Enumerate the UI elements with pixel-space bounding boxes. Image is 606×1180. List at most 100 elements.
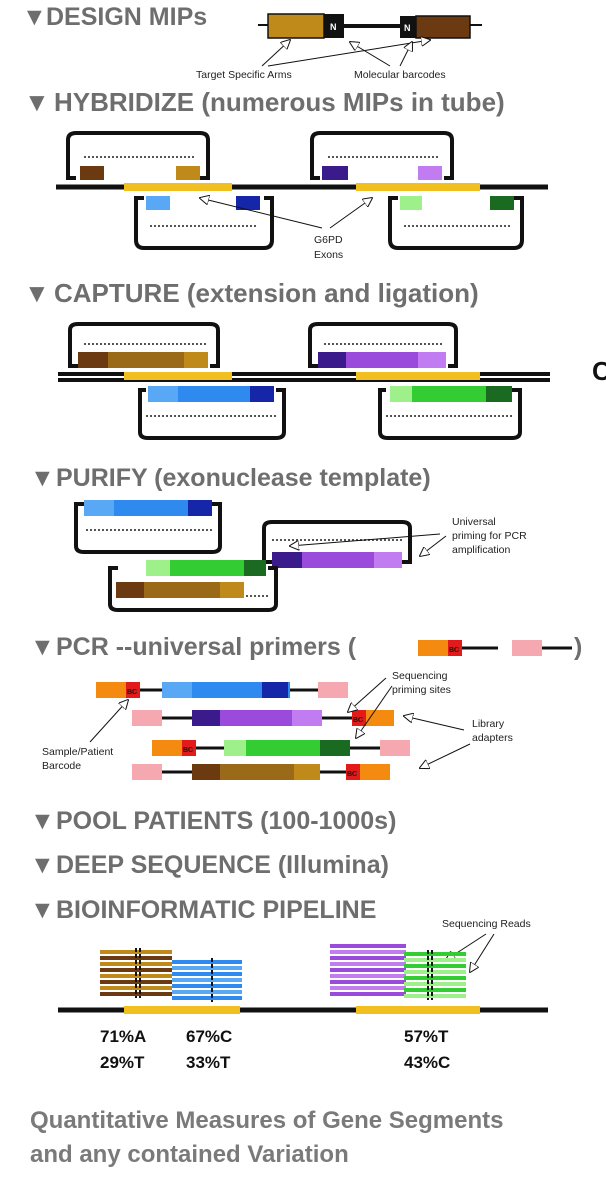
sequencing-read	[172, 990, 242, 994]
bc-label: BC	[353, 717, 363, 724]
sequencing-read	[172, 996, 242, 1000]
step-title-purify: PURIFY (exonuclease template)	[56, 464, 431, 492]
footer-line-2: and any contained Variation	[30, 1141, 349, 1168]
label-universal: Universal	[452, 516, 496, 528]
freq-33T: 33%T	[186, 1053, 231, 1072]
label-priming-pcr: priming for PCR	[452, 530, 527, 542]
triangle-bullet-icon: ▼	[30, 464, 55, 492]
read-stack-green	[404, 950, 466, 1000]
arm-purple-light	[418, 166, 442, 180]
sequencing-read	[404, 994, 466, 998]
reads-diagram: Sequencing Reads	[58, 918, 548, 1014]
step-title-hybridize: HYBRIDIZE (numerous MIPs in tube)	[54, 87, 505, 117]
step-title-capture: CAPTURE (extension and ligation)	[54, 278, 479, 308]
purify-diagram: Universal priming for PCR amplification	[74, 500, 527, 612]
exon-1	[124, 183, 232, 191]
arm-green-dark	[490, 196, 514, 210]
variant-frequencies: 71%A 29%T 67%C 33%T 57%T 43%C	[100, 1027, 450, 1072]
triangle-bullet-icon: ▼	[30, 807, 55, 835]
hybridize-diagram: G6PD Exons	[56, 131, 548, 261]
read-stack-gold	[100, 948, 172, 998]
step-title-pcr: PCR --universal primers (	[56, 633, 357, 661]
freq-57T: 57%T	[404, 1027, 449, 1046]
exon-2	[356, 183, 480, 191]
arm-gold	[176, 166, 200, 180]
step-title-bio: BIOINFORMATIC PIPELINE	[56, 896, 376, 924]
sequencing-read	[172, 972, 242, 976]
triangle-bullet-icon: ▼	[24, 87, 50, 117]
bc-label: BC	[347, 771, 357, 778]
read-stack-purple	[330, 944, 406, 996]
purified-green	[146, 560, 266, 576]
step-hybridize: ▼ HYBRIDIZE (numerous MIPs in tube)	[24, 87, 505, 117]
triangle-bullet-icon: ▼	[30, 851, 55, 879]
bc-label: BC	[183, 747, 193, 754]
sequencing-read	[404, 958, 466, 962]
captured-purple	[318, 352, 446, 368]
pcr-close-paren: )	[574, 633, 582, 661]
pcr-green	[224, 740, 350, 756]
label-library: Library	[472, 718, 505, 730]
bc-label: BC	[127, 689, 137, 696]
mip-probe-schematic: N N Target Specific Arms Molecular barco…	[196, 13, 482, 81]
label-barcode: Barcode	[42, 760, 81, 772]
sequencing-read	[330, 980, 406, 984]
arm-blue-dark	[236, 196, 260, 210]
barcode-n-left	[324, 14, 344, 38]
bc-label: BC	[449, 647, 459, 654]
arm-brown	[80, 166, 104, 180]
sequencing-read	[404, 964, 466, 968]
freq-43C: 43%C	[404, 1053, 450, 1072]
exon-1	[124, 372, 232, 380]
step-design: ▼ DESIGN MIPs	[22, 3, 207, 31]
sequencing-read	[330, 986, 406, 990]
sequencing-read	[404, 988, 466, 992]
sequencing-read	[330, 944, 406, 948]
label-g6pd: G6PD	[314, 234, 343, 246]
barcode-n-right	[400, 16, 416, 38]
arm-green-light	[400, 196, 422, 210]
sequencing-read	[330, 956, 406, 960]
captured-blue	[148, 386, 274, 402]
sequencing-read	[172, 966, 242, 970]
primer-forward-icon	[418, 640, 448, 656]
sequencing-read	[330, 992, 406, 996]
sequencing-read	[330, 950, 406, 954]
pcr-blue	[162, 682, 290, 698]
sequencing-read	[172, 984, 242, 988]
purified-purple	[272, 552, 402, 568]
exon-2	[356, 372, 480, 380]
label-sequencing: Sequencing	[392, 670, 448, 682]
read-stack-blue	[172, 958, 242, 1002]
sequencing-read	[404, 952, 466, 956]
step-pcr: ▼ PCR --universal primers ( BC )	[30, 633, 582, 661]
primer-reverse-icon	[512, 640, 542, 656]
label-exons: Exons	[314, 249, 343, 261]
n-label: N	[404, 23, 411, 33]
target-arm-right	[415, 15, 471, 39]
freq-67C: 67%C	[186, 1027, 232, 1046]
footer-caption: Quantitative Measures of Gene Segments a…	[30, 1107, 503, 1168]
purified-blue	[84, 500, 212, 516]
freq-71A: 71%A	[100, 1027, 146, 1046]
step-deep: ▼ DEEP SEQUENCE (Illumina)	[30, 851, 389, 879]
exon-2	[356, 1006, 480, 1014]
triangle-bullet-icon: ▼	[30, 896, 55, 924]
target-arm-left	[267, 13, 325, 39]
step-title-deep: DEEP SEQUENCE (Illumina)	[56, 851, 389, 879]
triangle-bullet-icon: ▼	[22, 3, 47, 31]
step-title-design: DESIGN MIPs	[46, 3, 207, 31]
sequencing-read	[330, 962, 406, 966]
footer-line-1: Quantitative Measures of Gene Segments	[30, 1107, 503, 1134]
n-label: N	[330, 22, 337, 32]
capture-diagram: C	[58, 322, 606, 440]
step-pool: ▼ POOL PATIENTS (100-1000s)	[30, 807, 396, 835]
step-bio: ▼ BIOINFORMATIC PIPELINE	[30, 896, 376, 924]
pcr-diagram: BC BC BC BC Sequencing	[42, 670, 513, 780]
sequencing-read	[172, 960, 242, 964]
label-target-arms: Target Specific Arms	[196, 69, 292, 81]
sequencing-read	[404, 970, 466, 974]
freq-29T: 29%T	[100, 1053, 145, 1072]
cut-off-letter: C	[592, 356, 606, 386]
